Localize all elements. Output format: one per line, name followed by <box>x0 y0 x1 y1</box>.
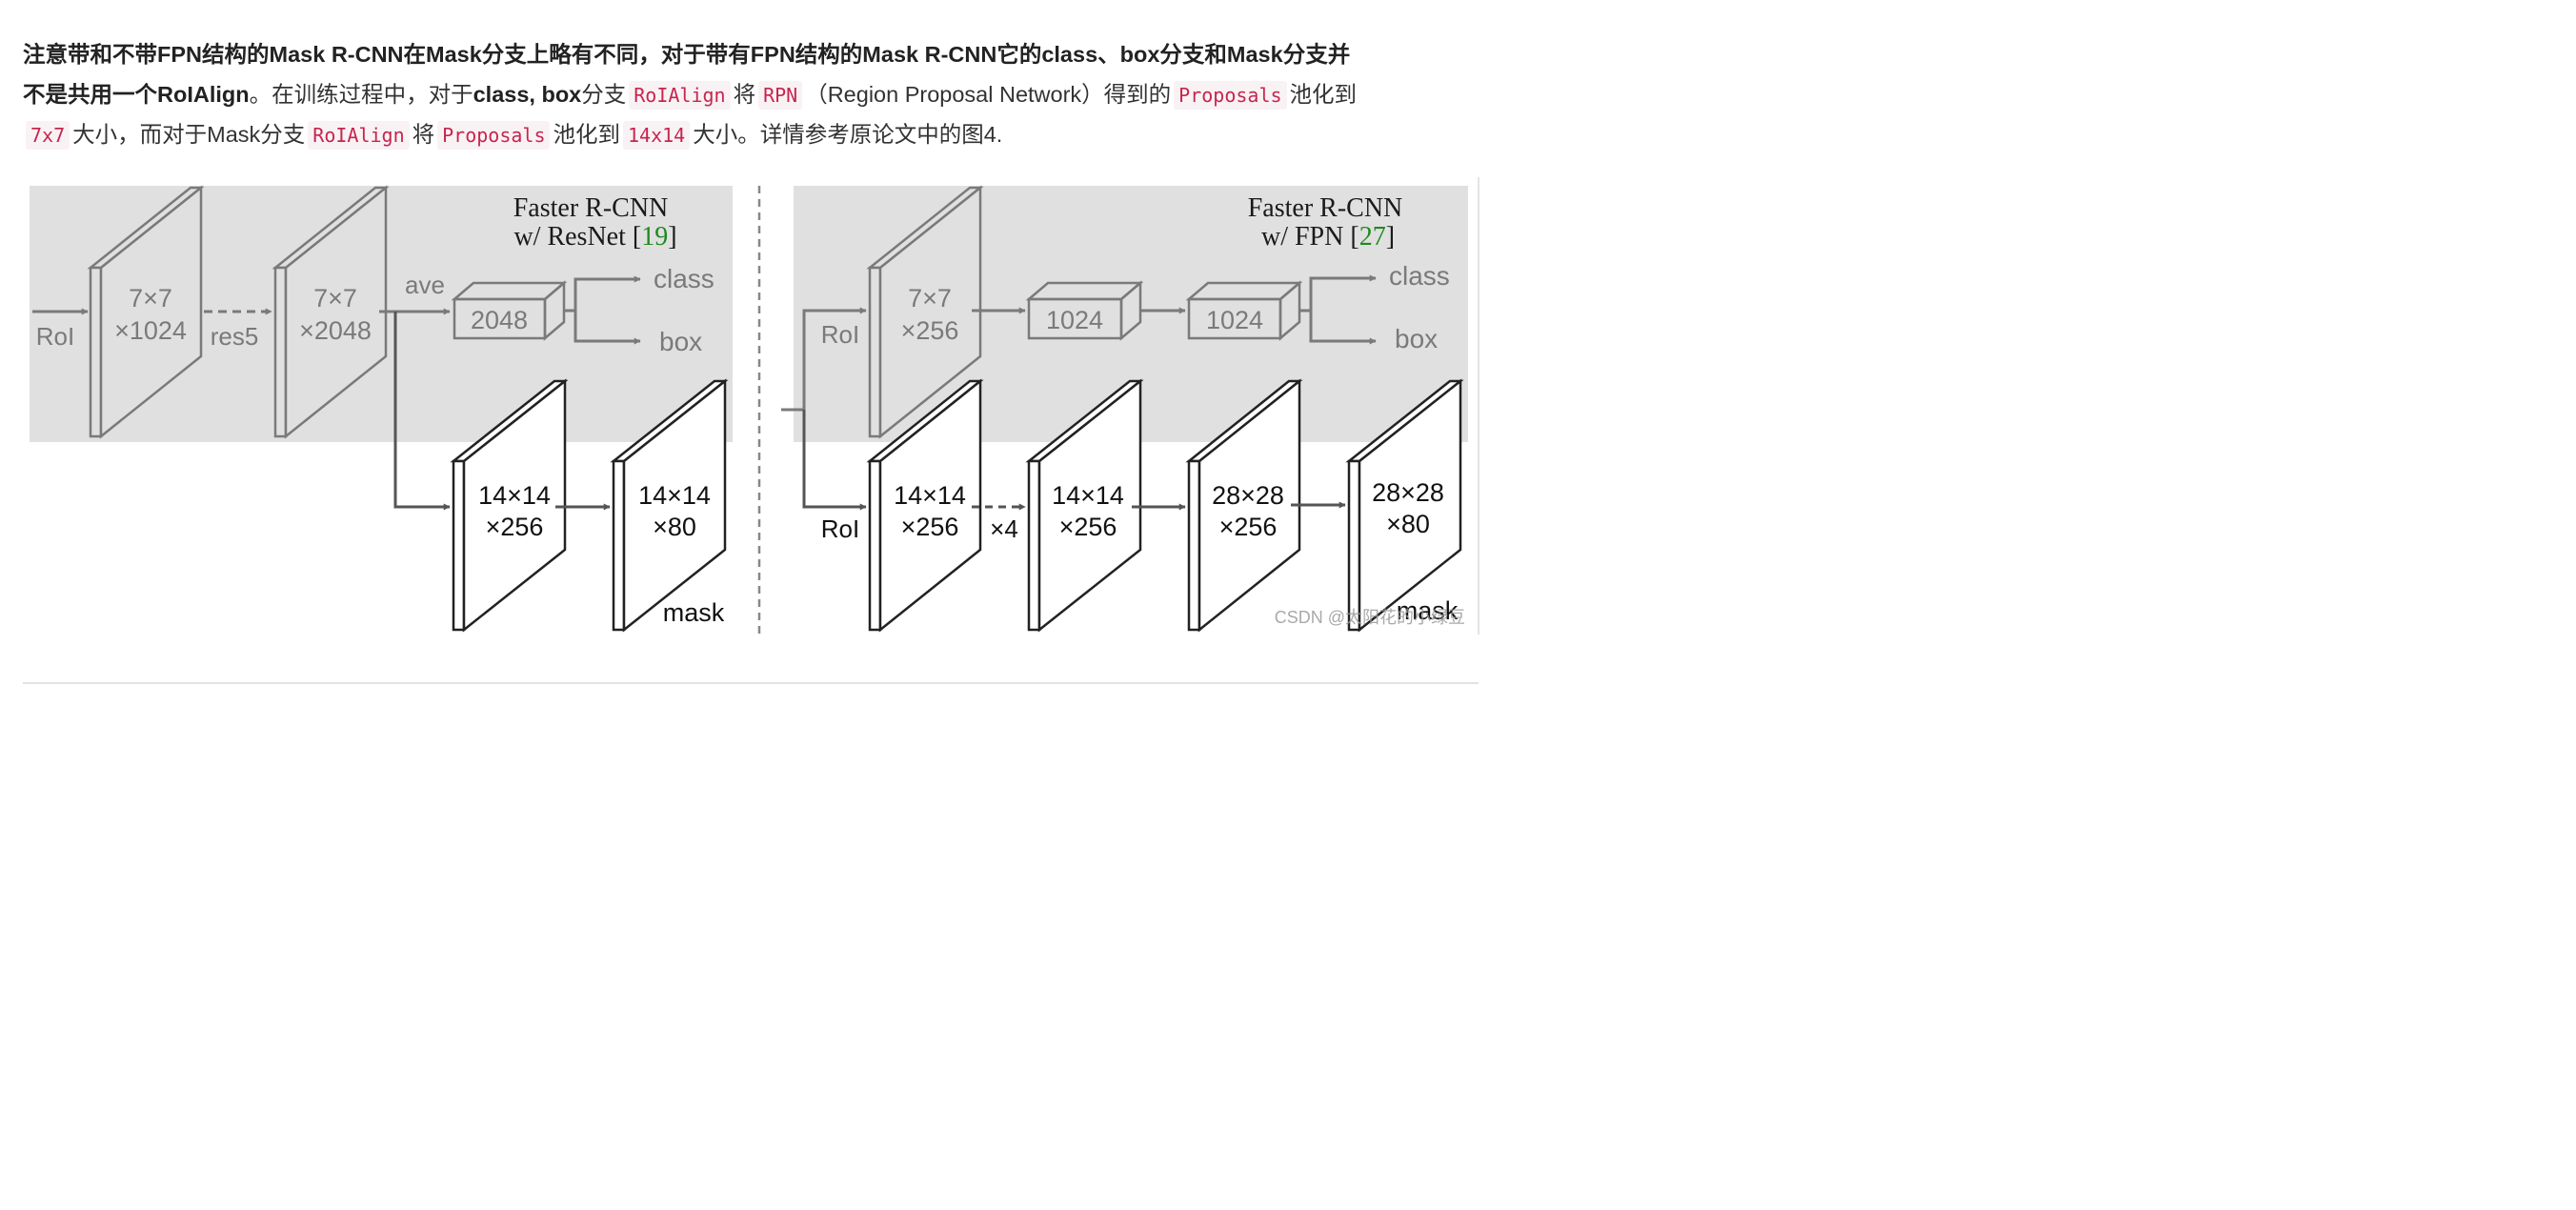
right-class-branch-arrow <box>1299 274 1377 313</box>
inline-code-proposals: Proposals <box>1174 81 1287 110</box>
x4-label: ×4 <box>990 514 1018 543</box>
class-label: class <box>654 264 714 293</box>
roi-label-bottom: RoI <box>821 514 859 543</box>
right-diagram: Faster R-CNN w/ FPN [27] RoI RoI 7×7 ×25… <box>781 185 1468 633</box>
right-mask-block3-label-line2: ×256 <box>1219 513 1278 541</box>
roi-top-arrow <box>802 307 867 410</box>
right-class-label: class <box>1389 261 1450 291</box>
mask-branch-arrow <box>393 312 451 511</box>
mask-rcnn-head-figure: Faster R-CNN w/ ResNet [19] RoI 7×7 ×102… <box>0 171 1494 648</box>
right-mask-block2-label-line2: ×256 <box>1059 513 1117 541</box>
mask-block1-label-line2: ×256 <box>486 513 544 541</box>
mask-block2-label-line1: 14×14 <box>638 481 711 510</box>
block2-label-line1: 7×7 <box>313 284 357 313</box>
plain-text: 。在训练过程中，对于 <box>249 82 473 107</box>
inline-code-14x14: 14x14 <box>622 121 691 150</box>
right-mask-block3-label-line1: 28×28 <box>1212 481 1284 510</box>
right-mask-block-14x14x256-first <box>866 378 984 633</box>
inline-code-roialign: RoIAlign <box>629 81 731 110</box>
plain-text: 分支 <box>581 82 627 107</box>
plain-text: 将 <box>412 122 435 147</box>
block1-label-line2: ×1024 <box>114 316 187 345</box>
mask-block-14x14x256 <box>450 378 569 633</box>
fc1-label: 1024 <box>1046 306 1103 334</box>
plain-text: 池化到 <box>553 122 620 147</box>
bold-text: class, box <box>473 82 582 107</box>
mask-block-14x14x80 <box>610 378 729 633</box>
right-mask-block-28x28x256 <box>1185 378 1303 633</box>
plain-text: 将 <box>733 82 756 107</box>
inline-code-rpn: RPN <box>758 81 803 110</box>
right-mask-block-28x28x80 <box>1345 378 1464 633</box>
block1-label-line1: 7×7 <box>129 284 172 313</box>
roi-label: RoI <box>36 322 74 351</box>
mask-block1-label-line1: 14×14 <box>478 481 551 510</box>
fc2-label: 1024 <box>1206 306 1263 334</box>
fc-box-1024-second <box>1185 280 1303 341</box>
left-panel-title-line2: w/ ResNet [19] <box>513 222 676 252</box>
bold-text: 不是共用一个RoIAlign <box>23 82 250 107</box>
roi-bottom-arrow <box>802 410 867 511</box>
inline-code-7x7: 7x7 <box>26 121 70 150</box>
right-panel-title-line2: w/ FPN [27] <box>1261 222 1395 252</box>
right-mask-block4-label-line2: ×80 <box>1386 510 1430 538</box>
bottom-divider <box>23 682 1479 684</box>
inline-code-roialign: RoIAlign <box>308 121 410 150</box>
plain-text: 大小。详情参考原论文中的图4. <box>693 122 1003 147</box>
res5-label: res5 <box>211 322 259 351</box>
left-diagram: Faster R-CNN w/ ResNet [19] RoI 7×7 ×102… <box>30 185 733 633</box>
bold-text: 注意带和不带FPN结构的Mask R-CNN在Mask分支上略有不同，对于带有F… <box>23 42 1351 67</box>
feature-block-7x7x2048 <box>272 185 390 439</box>
right-mask-block-14x14x256-second <box>1025 378 1144 633</box>
right-mask-block4-label-line1: 28×28 <box>1372 478 1444 507</box>
right-mask-block1-label-line2: ×256 <box>901 513 959 541</box>
right-block1-label-line2: ×256 <box>901 316 959 345</box>
fc-box-2048 <box>451 280 568 341</box>
mask-block2-label-line2: ×80 <box>653 513 696 541</box>
box-branch-arrow <box>574 311 641 345</box>
fc-box-2048-label: 2048 <box>471 306 528 334</box>
mask-output-label: mask <box>663 598 725 627</box>
block2-label-line2: ×2048 <box>299 316 372 345</box>
right-panel-title-line1: Faster R-CNN <box>1248 193 1403 223</box>
box-label: box <box>659 327 702 356</box>
feature-block-7x7x256 <box>866 185 984 439</box>
plain-text: 池化到 <box>1289 82 1358 107</box>
right-box-label: box <box>1395 324 1438 353</box>
right-block1-label-line1: 7×7 <box>908 284 952 313</box>
right-mask-output-label: mask <box>1397 596 1459 625</box>
roi-label-top: RoI <box>821 320 859 349</box>
right-box-branch-arrow <box>1309 311 1377 345</box>
class-branch-arrow <box>564 275 641 313</box>
right-mask-block2-label-line1: 14×14 <box>1052 481 1124 510</box>
plain-text: 大小，而对于Mask分支 <box>72 122 306 147</box>
inline-code-proposals: Proposals <box>437 121 551 150</box>
explanation-paragraph: 注意带和不带FPN结构的Mask R-CNN在Mask分支上略有不同，对于带有F… <box>23 34 1471 154</box>
csdn-watermark: CSDN @太阳花的小绿豆 <box>1275 608 1465 627</box>
ave-label: ave <box>405 271 445 299</box>
plain-text: （Region Proposal Network）得到的 <box>805 82 1172 107</box>
left-panel-title-line1: Faster R-CNN <box>513 193 669 223</box>
fc-box-1024-first <box>1025 280 1144 341</box>
feature-block-7x7x1024 <box>87 185 205 439</box>
paragraph-line-1: 注意带和不带FPN结构的Mask R-CNN在Mask分支上略有不同，对于带有F… <box>23 34 1471 74</box>
right-mask-block1-label-line1: 14×14 <box>894 481 966 510</box>
